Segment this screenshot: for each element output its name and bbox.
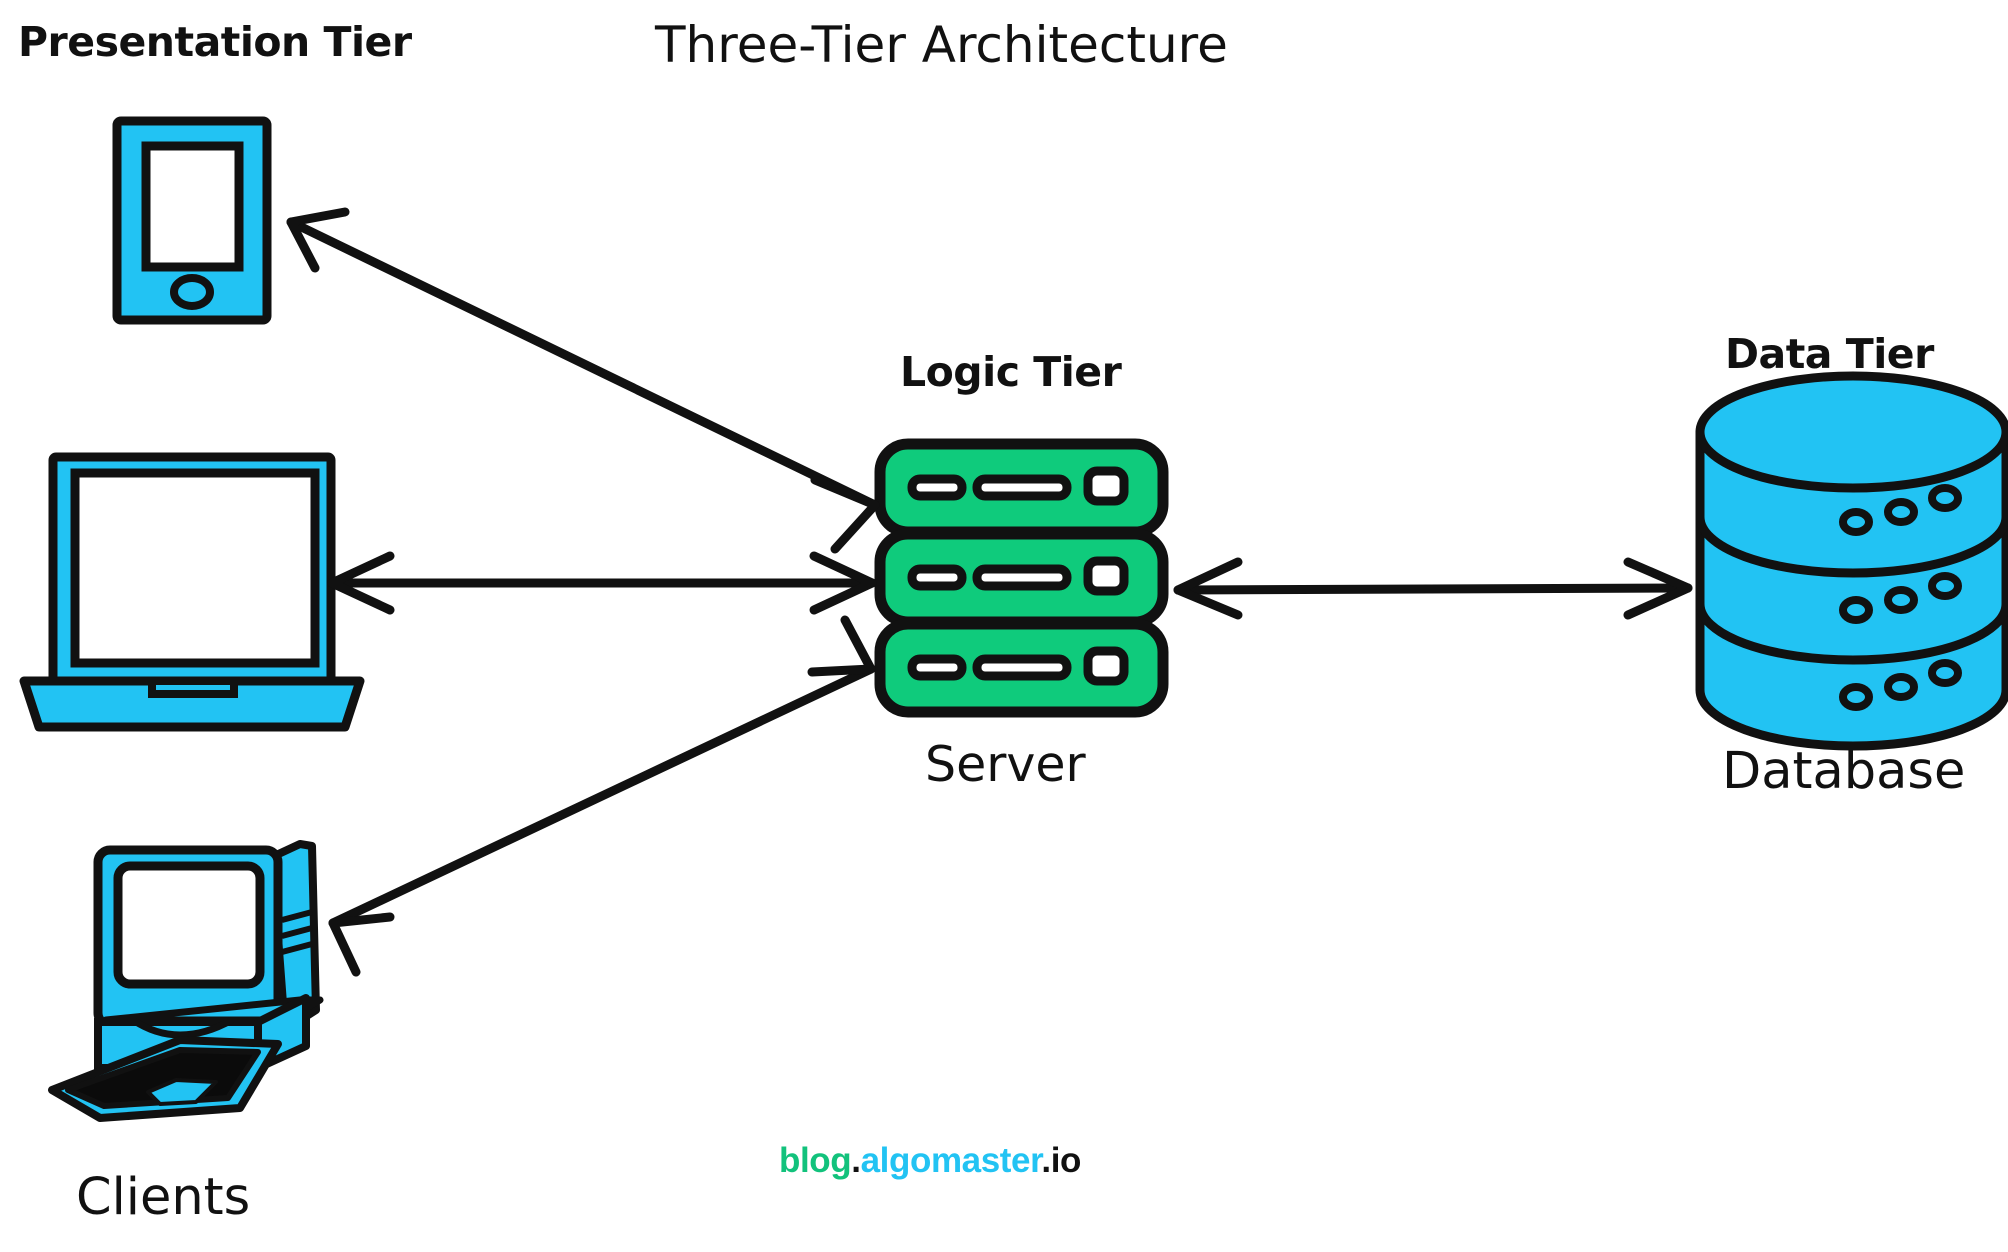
connector-laptop-server bbox=[327, 551, 877, 615]
connector-desktop-server bbox=[328, 615, 876, 977]
smartphone-icon bbox=[112, 116, 272, 325]
watermark-blog: blog bbox=[779, 1141, 852, 1180]
desktop-computer-icon bbox=[48, 840, 324, 1122]
watermark-blog-algomaster-io: blog.algomaster.io bbox=[779, 1141, 1081, 1181]
label-server: Server bbox=[925, 736, 1086, 793]
label-presentation-tier: Presentation Tier bbox=[18, 18, 412, 66]
label-clients: Clients bbox=[76, 1168, 251, 1227]
watermark-io: io bbox=[1050, 1141, 1082, 1180]
connector-server-database bbox=[1173, 557, 1693, 620]
watermark-dot-2: . bbox=[1041, 1141, 1051, 1180]
server-rack-icon bbox=[874, 438, 1169, 718]
label-database: Database bbox=[1722, 742, 1966, 801]
database-cylinder-icon bbox=[1695, 371, 2008, 751]
label-logic-tier: Logic Tier bbox=[900, 348, 1122, 396]
connector-phone-server bbox=[286, 207, 880, 554]
watermark-dot-1: . bbox=[851, 1141, 861, 1180]
label-data-tier: Data Tier bbox=[1725, 330, 1934, 378]
watermark-algomaster: algomaster bbox=[860, 1141, 1042, 1180]
laptop-icon bbox=[19, 452, 365, 732]
page-title: Three-Tier Architecture bbox=[655, 16, 1228, 74]
